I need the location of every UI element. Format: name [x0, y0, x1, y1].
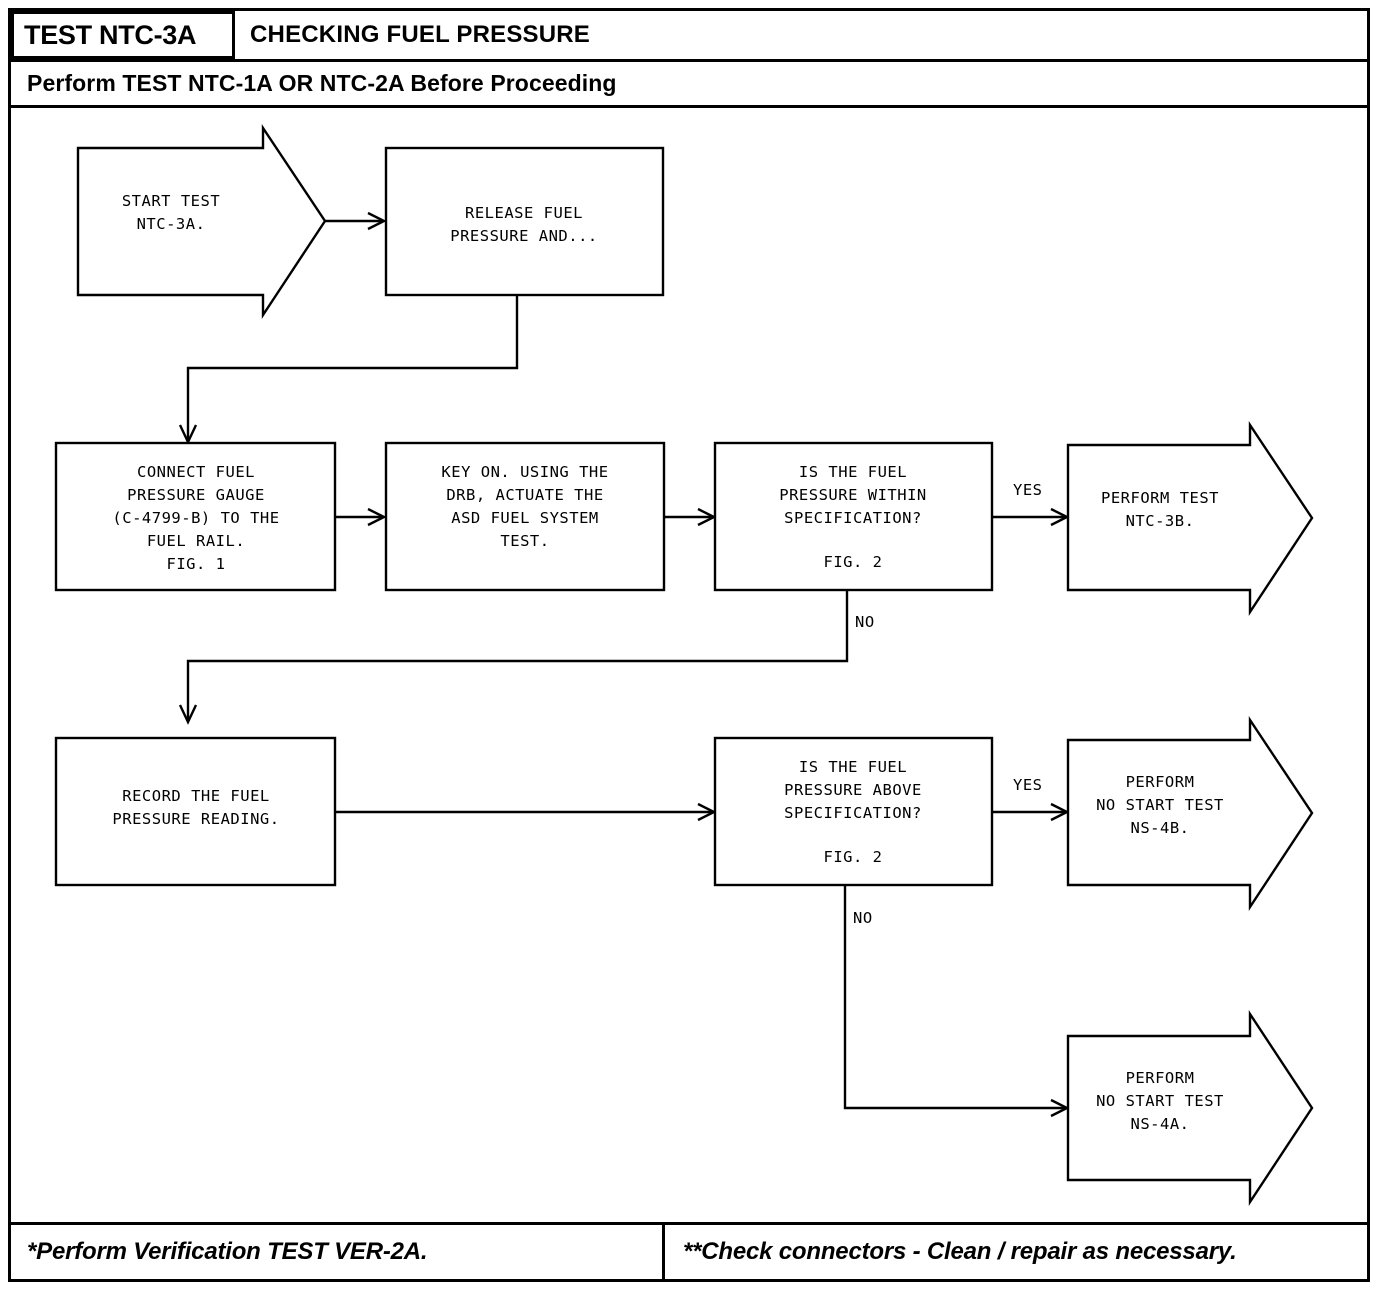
- node-ns4a-line-1: PERFORM: [1126, 1069, 1195, 1087]
- node-keyon-line-4: TEST.: [500, 532, 549, 550]
- node-record-line-2: PRESSURE READING.: [112, 810, 279, 828]
- footer: *Perform Verification TEST VER-2A. **Che…: [11, 1225, 1367, 1279]
- edge-within-record: [186, 590, 849, 721]
- node-release-line-2: PRESSURE AND...: [450, 227, 597, 245]
- node-connect-line-5: FIG. 1: [167, 555, 226, 573]
- node-ntc3b-line-2: NTC-3B.: [1126, 512, 1195, 530]
- footer-note-right-label: **Check connectors - Clean / repair as n…: [683, 1238, 1237, 1265]
- node-keyon-line-3: ASD FUEL SYSTEM: [451, 509, 598, 527]
- node-start-test-shape: [76, 124, 327, 319]
- footer-note-right: **Check connectors - Clean / repair as n…: [665, 1225, 1367, 1279]
- arrowhead-connect-keyon: [367, 507, 387, 527]
- arrowhead-within-record: [178, 704, 198, 725]
- node-above-line-2: PRESSURE ABOVE: [784, 781, 922, 799]
- node-connect-line-2: PRESSURE GAUGE: [127, 486, 265, 504]
- node-keyon-line-1: KEY ON. USING THE: [441, 463, 608, 481]
- footer-cell-divider: [662, 1225, 665, 1279]
- node-keyon-line-2: DRB, ACTUATE THE: [446, 486, 603, 504]
- node-within-line-2: PRESSURE WITHIN: [779, 486, 926, 504]
- node-ns4a-line-2: NO START TEST: [1096, 1092, 1224, 1110]
- node-decision-above-spec-shape: [713, 736, 994, 887]
- node-start-test-line-2: NTC-3A.: [137, 215, 206, 233]
- header-divider-2: [11, 105, 1367, 108]
- edge-label-no-1: NO: [855, 613, 875, 631]
- node-perform-test-ntc3b-shape: [1066, 421, 1314, 616]
- node-above-line-1: IS THE FUEL: [799, 758, 907, 776]
- node-perform-ns4b[interactable]: PERFORM NO START TEST NS-4B.: [1066, 716, 1314, 911]
- node-decision-within-spec-shape: [713, 441, 994, 592]
- node-start-test[interactable]: START TEST NTC-3A.: [76, 124, 327, 319]
- node-connect-gauge[interactable]: CONNECT FUEL PRESSURE GAUGE (C-4799-B) T…: [54, 441, 337, 592]
- edge-label-yes-2: YES: [1013, 776, 1043, 794]
- node-start-test-line-1: START TEST: [122, 192, 220, 210]
- node-record-line-1: RECORD THE FUEL: [122, 787, 269, 805]
- node-within-line-3: SPECIFICATION?: [784, 509, 922, 527]
- node-perform-test-ntc3b[interactable]: PERFORM TEST NTC-3B.: [1066, 421, 1314, 616]
- node-release-fuel-pressure[interactable]: RELEASE FUEL PRESSURE AND...: [384, 146, 665, 297]
- node-record-reading[interactable]: RECORD THE FUEL PRESSURE READING.: [54, 736, 337, 887]
- footer-divider: [11, 1222, 1367, 1225]
- edge-label-yes-1: YES: [1013, 481, 1043, 499]
- node-perform-ns4a[interactable]: PERFORM NO START TEST NS-4A.: [1066, 1010, 1314, 1206]
- node-above-line-3: SPECIFICATION?: [784, 804, 922, 822]
- node-within-line-1: IS THE FUEL: [799, 463, 907, 481]
- node-within-line-5: FIG. 2: [824, 553, 883, 571]
- test-title-label: CHECKING FUEL PRESSURE: [250, 21, 591, 48]
- node-perform-ns4b-shape: [1066, 716, 1314, 911]
- arrowhead-start-release: [367, 211, 387, 231]
- node-decision-within-spec[interactable]: IS THE FUEL PRESSURE WITHIN SPECIFICATIO…: [713, 441, 994, 592]
- test-id-box: TEST NTC-3A: [11, 11, 235, 59]
- node-release-line-1: RELEASE FUEL: [465, 204, 583, 222]
- edge-above-ns4a: [843, 886, 1066, 1110]
- edge-label-no-2: NO: [853, 909, 873, 927]
- node-connect-line-4: FUEL RAIL.: [147, 532, 245, 550]
- footer-note-left-label: *Perform Verification TEST VER-2A.: [27, 1238, 428, 1265]
- node-key-on-drb[interactable]: KEY ON. USING THE DRB, ACTUATE THE ASD F…: [384, 441, 666, 592]
- prerequisite-label: Perform TEST NTC-1A OR NTC-2A Before Pro…: [27, 70, 617, 96]
- test-title: CHECKING FUEL PRESSURE: [250, 11, 590, 59]
- node-connect-line-3: (C-4799-B) TO THE: [112, 509, 279, 527]
- node-record-reading-shape: [54, 736, 337, 887]
- prerequisite-bar: Perform TEST NTC-1A OR NTC-2A Before Pro…: [11, 62, 1367, 105]
- edge-release-connect: [186, 295, 519, 441]
- footer-note-left: *Perform Verification TEST VER-2A.: [11, 1225, 662, 1279]
- node-key-on-drb-shape: [384, 441, 666, 592]
- node-ns4a-line-3: NS-4A.: [1131, 1115, 1190, 1133]
- node-ntc3b-line-1: PERFORM TEST: [1101, 489, 1219, 507]
- node-connect-gauge-shape: [54, 441, 337, 592]
- sheet-border: [8, 8, 1370, 1282]
- node-ns4b-line-1: PERFORM: [1126, 773, 1195, 791]
- header-divider-1: [11, 59, 1367, 62]
- node-decision-above-spec[interactable]: IS THE FUEL PRESSURE ABOVE SPECIFICATION…: [713, 736, 994, 887]
- node-connect-line-1: CONNECT FUEL: [137, 463, 255, 481]
- test-id-label: TEST NTC-3A: [24, 19, 197, 50]
- node-release-fuel-pressure-shape: [384, 146, 665, 297]
- node-perform-ns4a-shape: [1066, 1010, 1314, 1206]
- node-ns4b-line-2: NO START TEST: [1096, 796, 1224, 814]
- node-above-line-5: FIG. 2: [824, 848, 883, 866]
- node-ns4b-line-3: NS-4B.: [1131, 819, 1190, 837]
